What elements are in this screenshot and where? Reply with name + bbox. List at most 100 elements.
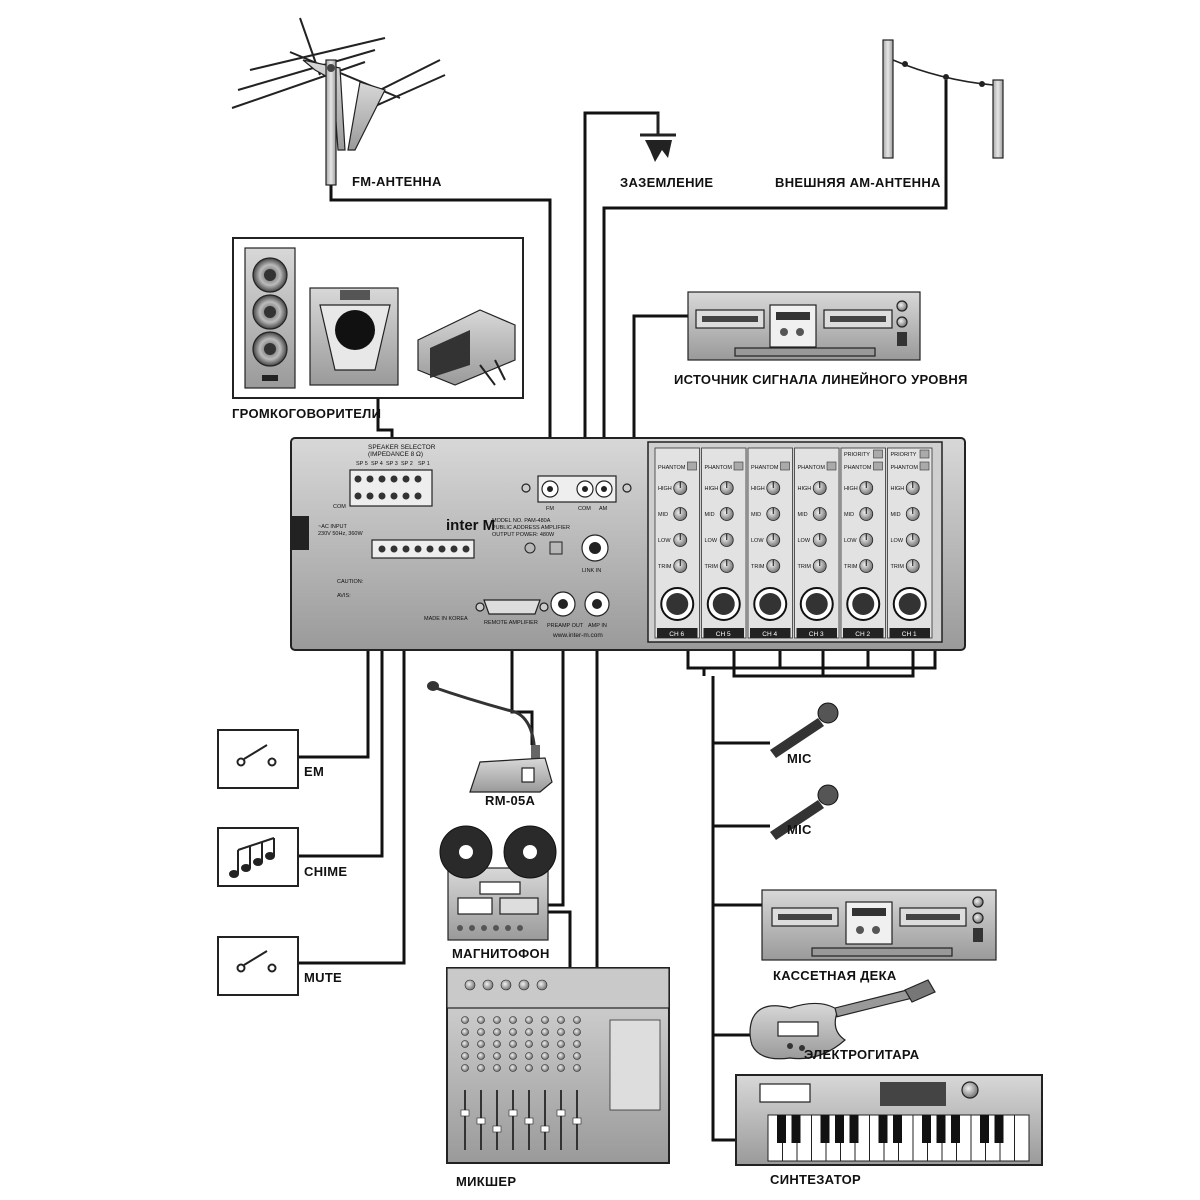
sp5-label: SP 5	[356, 461, 368, 467]
eq-label: LOW	[751, 538, 764, 544]
mixer	[446, 967, 670, 1164]
phantom-button[interactable]	[919, 461, 930, 471]
synthesizer	[735, 1074, 1043, 1166]
eq-label: MID	[798, 512, 808, 518]
output-power: OUTPUT POWER: 480W	[492, 532, 555, 538]
website-label: www.inter-m.com	[552, 632, 603, 639]
phantom-button[interactable]	[780, 461, 790, 471]
rm05a-label: RM-05A	[485, 793, 536, 808]
amp-com-label: COM	[333, 504, 346, 510]
eq-label: HIGH	[751, 486, 765, 492]
am-antenna	[882, 39, 1004, 159]
amp-brand: inter M	[446, 517, 495, 534]
mute-label: MUTE	[304, 970, 342, 985]
eq-label: LOW	[891, 538, 904, 544]
channel-strip: PRIORITY PHANTOM HIGH MID LOW TRIM CH 2	[840, 447, 886, 639]
phantom-button[interactable]	[826, 461, 837, 471]
priority-button[interactable]	[873, 449, 883, 459]
eq-label: LOW	[798, 538, 811, 544]
microphone-2	[770, 784, 839, 840]
channel-label: CH 4	[762, 631, 777, 638]
chime-box	[217, 827, 299, 887]
eq-label: HIGH	[798, 486, 812, 492]
line-source-label: ИСТОЧНИК СИГНАЛА ЛИНЕЙНОГО УРОВНЯ	[674, 372, 968, 387]
cable-ch-trunk	[711, 676, 738, 1142]
eq-label: TRIM	[798, 564, 812, 570]
eq-label: TRIM	[891, 564, 905, 570]
electric-guitar	[749, 979, 936, 1060]
link-in-label: LINK IN	[582, 568, 601, 574]
phantom-label: PHANTOM	[844, 465, 872, 471]
sp1-label: SP 1	[418, 461, 430, 467]
line-source-deck	[687, 291, 921, 361]
mute-switch	[217, 936, 299, 996]
phantom-label: PHANTOM	[751, 465, 779, 471]
eq-label: LOW	[658, 538, 671, 544]
fm-antenna-label: FM-АНТЕННА	[352, 174, 442, 189]
priority-button[interactable]	[919, 449, 930, 459]
em-switch	[217, 729, 299, 789]
model-number: MODEL NO. PAM-480A	[492, 518, 551, 524]
cable-tape-mixer	[545, 910, 572, 970]
speakers-label: ГРОМКОГОВОРИТЕЛИ	[232, 406, 381, 421]
eq-label: LOW	[844, 538, 857, 544]
eq-label: TRIM	[705, 564, 719, 570]
am-jack-label: AM	[599, 506, 608, 512]
sp2-label: SP 2	[401, 461, 413, 467]
phantom-button[interactable]	[687, 461, 697, 471]
sp4-label: SP 4	[371, 461, 383, 467]
eq-label: HIGH	[844, 486, 858, 492]
avis-label: AVIS:	[337, 593, 351, 599]
fm-antenna	[231, 17, 446, 186]
ground-label: ЗАЗЕМЛЕНИЕ	[620, 175, 713, 190]
fm-jack-label: FM	[546, 506, 554, 512]
channel-label: CH 2	[855, 631, 870, 638]
guitar-label: ЭЛЕКТРОГИТАРА	[804, 1047, 920, 1062]
channel-strips: PHANTOM HIGH MID LOW TRIM CH 6 PHANTOM HIGH MID L…	[654, 447, 933, 639]
eq-label: TRIM	[844, 564, 858, 570]
eq-label: LOW	[705, 538, 718, 544]
eq-label: HIGH	[891, 486, 905, 492]
cassette-deck	[761, 889, 997, 961]
eq-label: MID	[751, 512, 761, 518]
cable-rm05a	[510, 615, 534, 745]
ac-inlet	[291, 516, 309, 550]
phantom-button[interactable]	[873, 461, 883, 471]
rm05a-microphone	[427, 681, 553, 793]
priority-label: PRIORITY	[891, 452, 917, 458]
speaker-selector-label: SPEAKER SELECTOR	[368, 444, 436, 451]
ground-symbol	[640, 113, 676, 162]
amp-in-label: AMP IN	[588, 623, 607, 629]
sp3-label: SP 3	[386, 461, 398, 467]
ac-input-label: ~AC INPUT	[318, 524, 348, 530]
microphone-1	[770, 702, 839, 758]
mixer-label: МИКШЕР	[456, 1174, 516, 1189]
synth-label: СИНТЕЗАТОР	[770, 1172, 861, 1187]
speakers-group	[232, 237, 524, 399]
control-terminals	[371, 539, 475, 559]
priority-label: PRIORITY	[844, 452, 870, 458]
eq-label: MID	[705, 512, 715, 518]
caution-label: CAUTION:	[337, 579, 364, 585]
eq-label: MID	[891, 512, 901, 518]
channel-label: CH 6	[669, 631, 684, 638]
eq-label: MID	[844, 512, 854, 518]
eq-label: TRIM	[658, 564, 672, 570]
tuner-jacks	[521, 475, 632, 503]
tape-recorder	[439, 825, 557, 941]
channel-label: CH 5	[716, 631, 731, 638]
am-antenna-label: ВНЕШНЯЯ АМ-АНТЕННА	[775, 175, 941, 190]
mic1-label: MIC	[787, 751, 812, 766]
preamp-out-label: PREAMP OUT	[547, 623, 584, 629]
made-in-label: MADE IN KOREA	[424, 616, 468, 622]
mic2-label: MIC	[787, 822, 812, 837]
phantom-button[interactable]	[733, 461, 744, 471]
em-label: EM	[304, 764, 324, 779]
cable-fm	[329, 185, 552, 485]
